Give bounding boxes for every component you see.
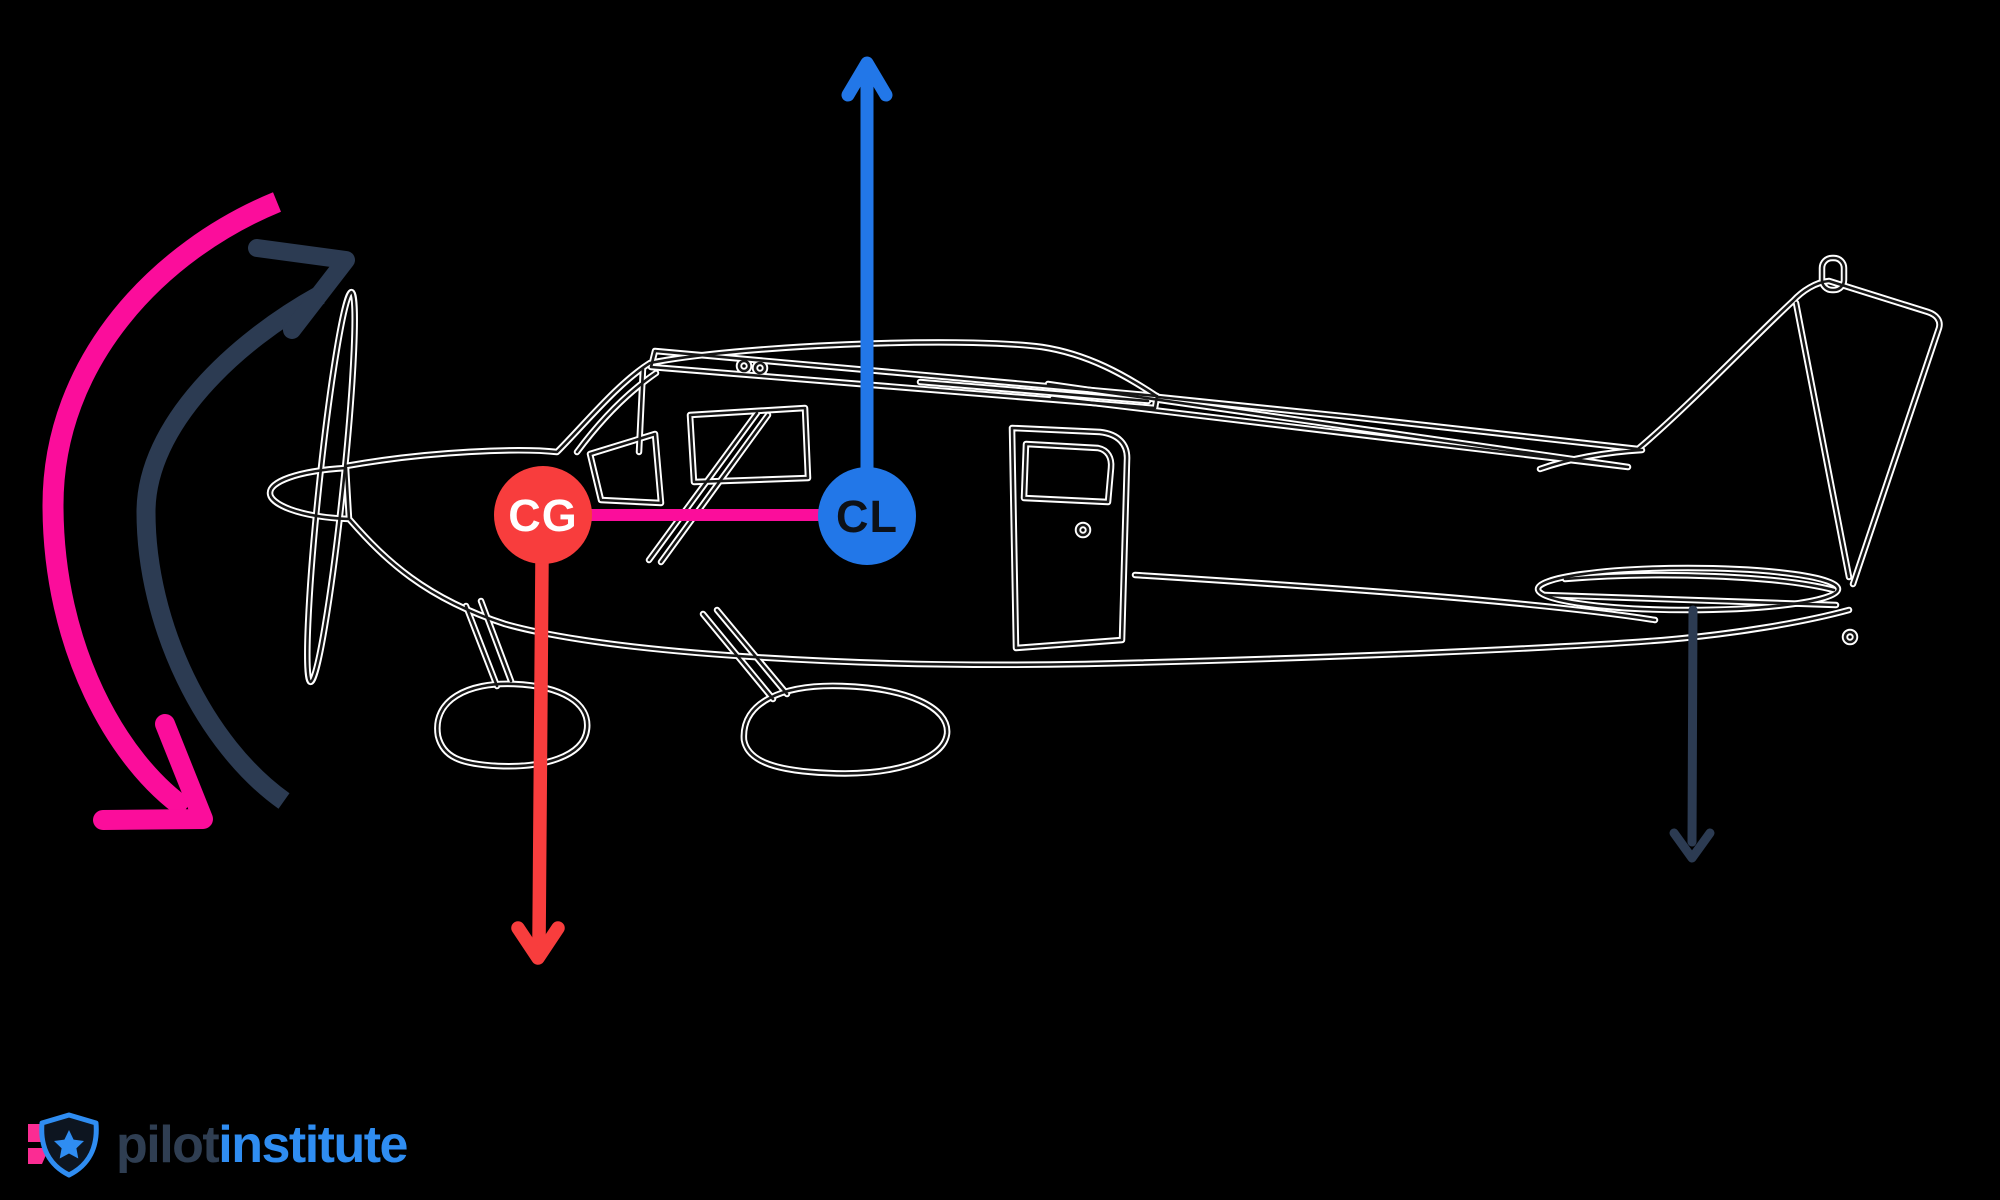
- shield-star-icon: [28, 1112, 99, 1178]
- cg-circle: [494, 466, 592, 564]
- pilot-institute-logo: pilot institute: [28, 1112, 408, 1178]
- logo-word-pilot: pilot: [116, 1116, 220, 1174]
- cg-marker: CG: [494, 466, 592, 564]
- star-icon: [54, 1130, 84, 1159]
- pitch-down-rotation-arrow-icon: [42, 192, 281, 830]
- logo-word-institute: institute: [218, 1116, 408, 1174]
- weight-force-arrow-icon: [511, 553, 565, 965]
- logo-wordmark: pilot institute: [116, 1116, 408, 1174]
- cl-marker: CL: [818, 467, 916, 565]
- cl-label: CL: [836, 491, 898, 542]
- cl-circle: [818, 467, 916, 565]
- lift-force-arrow-icon: [841, 56, 893, 477]
- cg-label: CG: [508, 490, 578, 541]
- pitch-up-rotation-arrow-icon: [136, 239, 355, 809]
- tail-downforce-arrow-icon: [1669, 605, 1715, 863]
